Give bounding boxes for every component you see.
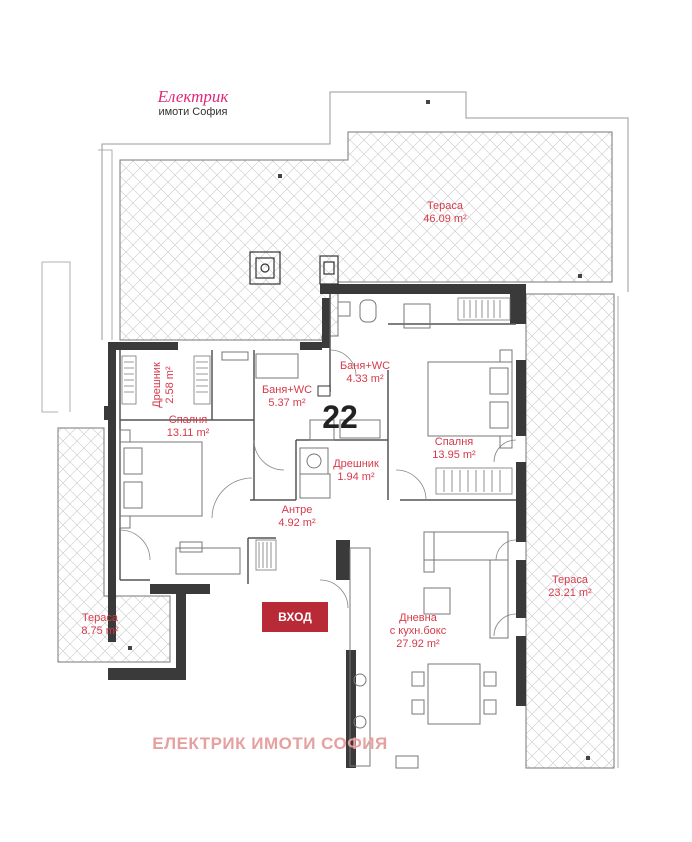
room-area: 5.37 m² — [268, 397, 306, 409]
bed-right — [427, 349, 513, 449]
terrace-left-area — [41, 261, 171, 663]
room-name: Дрешник — [333, 458, 379, 470]
label-wardrobe-mid: Дрешник 1.94 m² — [324, 458, 388, 484]
room-area: 4.92 m² — [278, 517, 316, 529]
bed-left — [119, 429, 203, 529]
room-area: 4.33 m² — [346, 373, 384, 385]
wardrobe-top — [457, 297, 511, 321]
room-name: Тераса — [81, 612, 119, 624]
room-name: Дрешник — [151, 362, 163, 408]
label-wardrobe-left: Дрешник 2.58 m² — [151, 355, 177, 415]
chimneys — [249, 251, 339, 285]
wardrobe-left — [121, 355, 211, 405]
label-living: Дневна с кухн.бокс 27.92 m² — [378, 612, 458, 651]
label-hall: Антре 4.92 m² — [262, 504, 332, 530]
sofa — [423, 531, 509, 639]
room-area: 13.95 m² — [432, 449, 476, 461]
room-name: Спалня — [434, 436, 474, 448]
label-bedroom-left: Спалня 13.11 m² — [148, 414, 228, 440]
room-name: Антре — [281, 504, 313, 516]
room-area: 27.92 m² — [396, 638, 440, 650]
room-area: 2.58 m² — [164, 366, 176, 404]
entry-button[interactable]: ВХОД — [262, 602, 328, 632]
logo: Електрик имоти София — [138, 88, 248, 119]
terrace-right-area — [525, 293, 619, 769]
wardrobe-hall — [255, 539, 277, 571]
room-name: Спалня — [168, 414, 208, 426]
room-name: Тераса — [426, 200, 464, 212]
room-name: Баня+WC — [339, 360, 391, 372]
kitchen-unit — [349, 547, 419, 769]
bath-fixtures — [221, 299, 431, 499]
room-name: Баня+WC — [261, 384, 313, 396]
logo-subtitle: имоти София — [158, 106, 228, 118]
room-name-2: с кухн.бокс — [389, 625, 447, 637]
room-name: Дневна — [399, 612, 437, 624]
logo-brand: Електрик — [157, 87, 229, 106]
label-bath-right: Баня+WC 4.33 m² — [330, 360, 400, 386]
label-terrace-left: Тераса 8.75 m² — [62, 612, 138, 638]
dining-table — [411, 663, 497, 725]
room-area: 46.09 m² — [423, 213, 467, 225]
label-bedroom-right: Спалня 13.95 m² — [414, 436, 494, 462]
wardrobe-bedroom-right — [435, 467, 513, 495]
posts — [128, 100, 590, 760]
apartment-number: 22 — [322, 399, 358, 435]
watermark: ЕЛЕКТРИК ИМОТИ СОФИЯ — [152, 734, 388, 753]
desk-left — [175, 541, 241, 575]
room-area: 23.21 m² — [548, 587, 592, 599]
room-area: 13.11 m² — [166, 427, 210, 439]
room-area: 8.75 m² — [81, 625, 119, 637]
door-swings — [119, 349, 517, 637]
label-terrace-top: Тераса 46.09 m² — [410, 200, 480, 226]
label-bath-left: Баня+WC 5.37 m² — [252, 384, 322, 410]
walls — [104, 284, 526, 768]
room-area: 1.94 m² — [337, 471, 375, 483]
room-name: Тераса — [551, 574, 589, 586]
label-terrace-right: Тераса 23.21 m² — [532, 574, 608, 600]
